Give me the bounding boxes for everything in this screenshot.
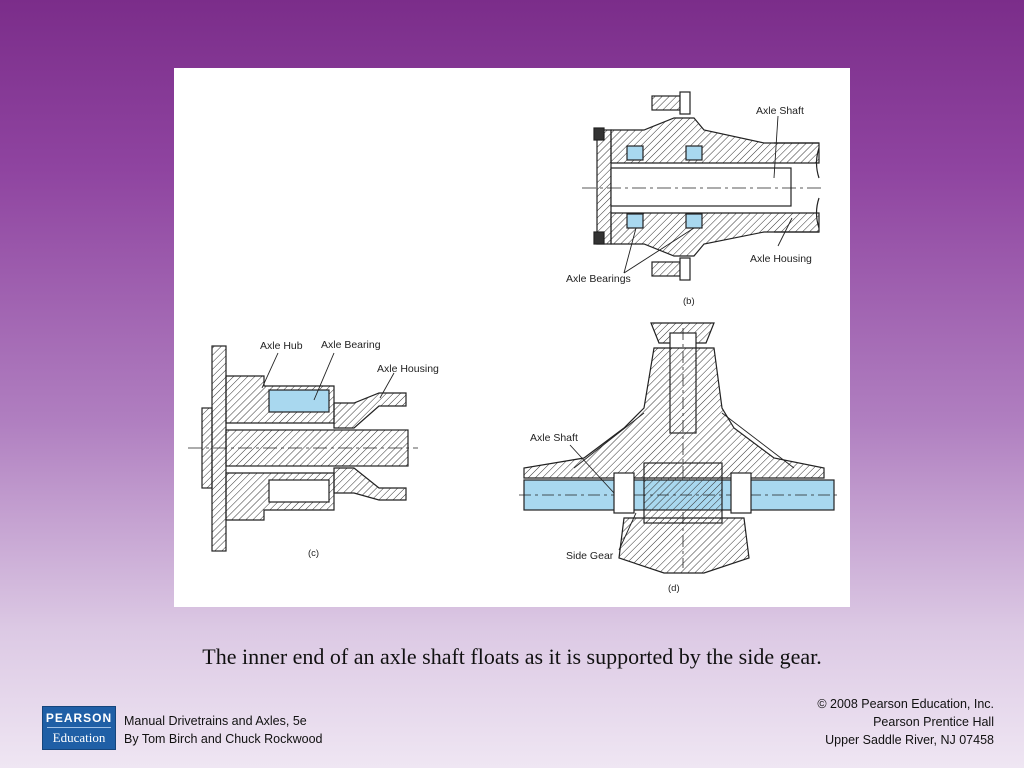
label-axle-housing-b: Axle Housing — [750, 253, 812, 265]
label-axle-hub-c: Axle Hub — [260, 340, 303, 352]
label-side-gear-d: Side Gear — [566, 550, 614, 562]
label-panel-c: (c) — [308, 548, 319, 559]
publisher-text: Pearson Prentice Hall — [873, 715, 994, 729]
label-axle-shaft-d: Axle Shaft — [530, 432, 578, 444]
label-axle-bearings-b: Axle Bearings — [566, 273, 631, 285]
panel-b-drawing — [582, 91, 824, 281]
axle-diagram-svg: Axle Shaft Axle Housing Axle Bearings (b… — [188, 91, 839, 594]
location-text: Upper Saddle River, NJ 07458 — [825, 733, 994, 747]
slide-caption: The inner end of an axle shaft floats as… — [202, 644, 822, 669]
book-title: Manual Drivetrains and Axles, 5e — [124, 714, 307, 728]
panel-c-drawing — [188, 345, 418, 552]
logo-divider — [47, 727, 111, 728]
logo-top-text: PEARSON — [45, 711, 113, 725]
label-panel-d: (d) — [668, 583, 680, 594]
logo-bottom-text: Education — [52, 730, 106, 745]
pearson-logo: PEARSON Education — [42, 706, 116, 750]
copyright-info: © 2008 Pearson Education, Inc. Pearson P… — [817, 695, 994, 749]
label-panel-b: (b) — [683, 296, 695, 307]
book-authors: By Tom Birch and Chuck Rockwood — [124, 732, 323, 746]
copyright-text: © 2008 Pearson Education, Inc. — [817, 697, 994, 711]
axle-diagram-figure: Axle Shaft Axle Housing Axle Bearings (b… — [174, 68, 850, 607]
book-info: Manual Drivetrains and Axles, 5e By Tom … — [124, 712, 322, 748]
label-axle-housing-c: Axle Housing — [377, 363, 439, 375]
label-axle-bearing-c: Axle Bearing — [321, 339, 381, 351]
label-axle-shaft-b: Axle Shaft — [756, 105, 804, 117]
panel-d-drawing — [519, 322, 839, 574]
